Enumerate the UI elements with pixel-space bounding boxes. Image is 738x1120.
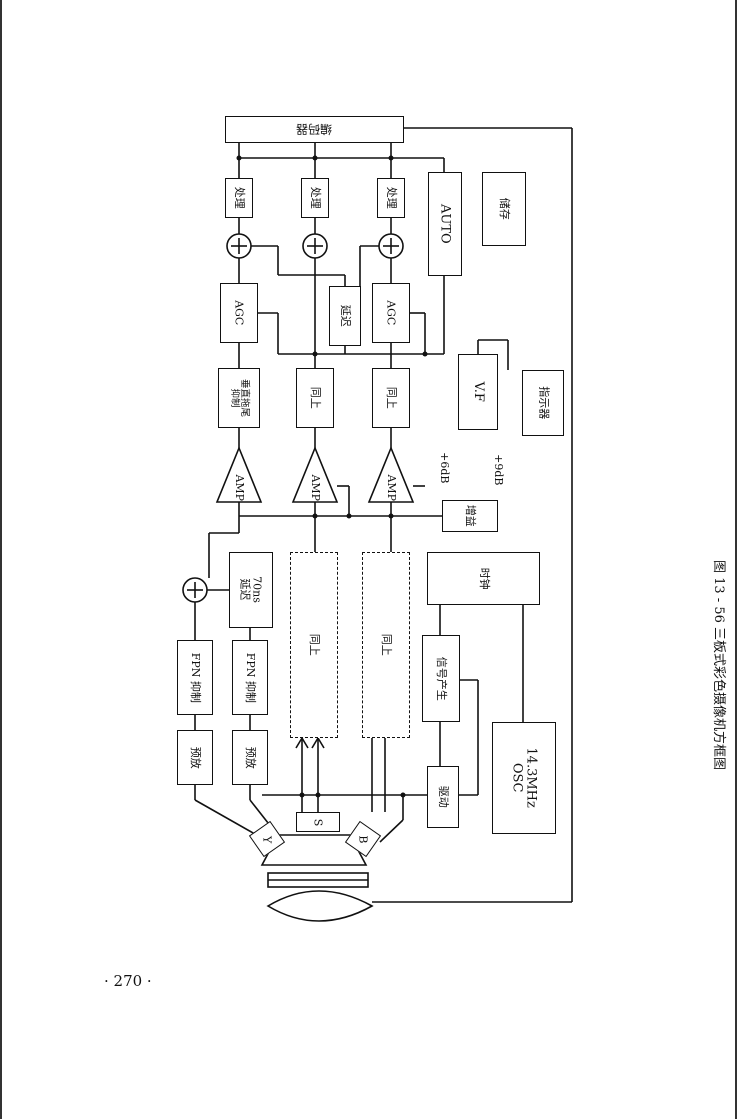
indicator-block: 指示器 bbox=[522, 370, 564, 436]
same-long-block-2: 同上 bbox=[362, 552, 410, 738]
vertical-ctrl-block: 垂直拖尾抑制 bbox=[218, 368, 260, 428]
fpn-label-1: FPN 抑制 bbox=[188, 652, 202, 703]
process-label-3: 处理 bbox=[384, 186, 398, 209]
clock-label: 时钟 bbox=[477, 567, 491, 590]
process-block-2: 处理 bbox=[301, 178, 329, 218]
figure-caption: 图 13 - 56 三板式彩色摄像机方框图 bbox=[711, 560, 726, 771]
amp-label-1: AMP bbox=[232, 474, 246, 502]
amp-label-3: AMP bbox=[384, 474, 398, 502]
sync-gen-label: 信号产生 bbox=[434, 656, 448, 701]
vertical-ctrl-label: 垂直拖尾抑制 bbox=[229, 378, 250, 417]
ccd-s-label: S bbox=[311, 818, 325, 826]
preamp-block-2: 预放 bbox=[232, 730, 268, 785]
drive-label: 驱动 bbox=[436, 785, 450, 808]
gain-block: 增益 bbox=[442, 500, 498, 532]
process-label-1: 处理 bbox=[232, 186, 246, 209]
osc-block: 14.3MHz OSC bbox=[492, 722, 556, 834]
osc-label: 14.3MHz OSC bbox=[510, 747, 539, 809]
storage-block: 储存 bbox=[482, 172, 526, 246]
preamp-block-1: 预放 bbox=[177, 730, 213, 785]
process-label-2: 处理 bbox=[308, 186, 322, 209]
ccd-s-sensor: S bbox=[296, 812, 340, 832]
agc-block-2: AGC bbox=[372, 283, 410, 343]
delay-70ns-block: 70ns 延迟 bbox=[229, 552, 273, 628]
ccd-b-label: B bbox=[356, 834, 370, 844]
fpn-block-2: FPN 抑制 bbox=[232, 640, 268, 715]
page-number: · 270 · bbox=[104, 972, 152, 990]
preamp-label-2: 预放 bbox=[243, 746, 257, 769]
delay-block: 延迟 bbox=[329, 286, 361, 346]
agc-label-2: AGC bbox=[384, 300, 398, 326]
process-block-1: 处理 bbox=[225, 178, 253, 218]
vf-label: V.F bbox=[470, 381, 486, 403]
agc-label-1: AGC bbox=[232, 300, 246, 326]
amp-label-2: AMP bbox=[308, 474, 322, 502]
auto-block: AUTO bbox=[428, 172, 462, 276]
figure-caption-wrap: 图 13 - 56 三板式彩色摄像机方框图 bbox=[710, 560, 730, 800]
preamp-label-1: 预放 bbox=[188, 746, 202, 769]
agc-block-1: AGC bbox=[220, 283, 258, 343]
vf-block: V.F bbox=[458, 354, 498, 430]
same-long-label-2: 同上 bbox=[379, 633, 393, 656]
fpn-label-2: FPN 抑制 bbox=[243, 652, 257, 703]
gain-9db-label: +9dB bbox=[491, 454, 505, 486]
auto-label: AUTO bbox=[437, 204, 453, 244]
fpn-block-1: FPN 抑制 bbox=[177, 640, 213, 715]
same-block-1: 同上 bbox=[296, 368, 334, 428]
drive-block: 驱动 bbox=[427, 766, 459, 828]
gain-label: 增益 bbox=[463, 504, 477, 527]
process-block-3: 处理 bbox=[377, 178, 405, 218]
same-label-1: 同上 bbox=[308, 386, 322, 409]
encoder-block: 编码器 bbox=[225, 116, 404, 143]
same-long-block-1: 同上 bbox=[290, 552, 338, 738]
ccd-y-label: Y bbox=[260, 835, 274, 843]
encoder-label: 编码器 bbox=[296, 122, 333, 136]
clock-block: 时钟 bbox=[427, 552, 540, 605]
same-long-label-1: 同上 bbox=[307, 633, 321, 656]
delay-70ns-label: 70ns 延迟 bbox=[239, 576, 264, 604]
indicator-label: 指示器 bbox=[536, 386, 550, 420]
sync-gen-block: 信号产生 bbox=[422, 635, 460, 722]
storage-label: 储存 bbox=[497, 197, 511, 220]
same-block-2: 同上 bbox=[372, 368, 410, 428]
delay-label: 延迟 bbox=[338, 304, 352, 327]
gain-6db-label: +6dB bbox=[437, 452, 451, 484]
same-label-2: 同上 bbox=[384, 386, 398, 409]
